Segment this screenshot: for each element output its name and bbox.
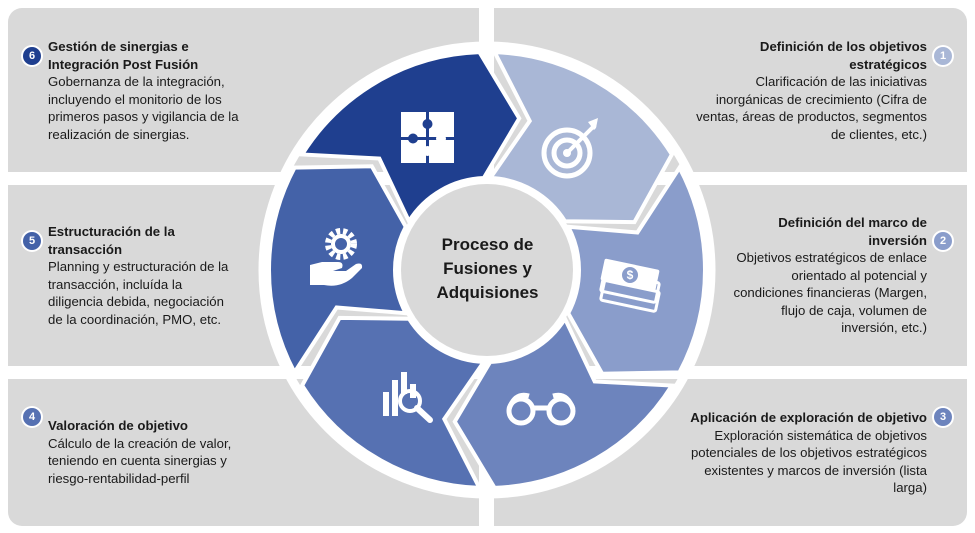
step-title: Definición de los objetivos [759, 39, 927, 54]
center-title-line: Fusiones y [443, 259, 532, 278]
center-title-line: Proceso de [441, 235, 534, 254]
step-description: flujo de caja, volumen de [781, 302, 927, 318]
step-number-badge: 1 [934, 47, 952, 65]
step-title: Valoración de objetivo [48, 418, 188, 433]
step-description: incluyendo el monitorio de los [48, 91, 222, 107]
wheel-outer-ring [258, 41, 716, 499]
step-5-text: Estructuración de la transacción Plannin… [48, 223, 298, 328]
target-icon [541, 118, 598, 179]
step-title: Integración Post Fusión [48, 56, 199, 72]
step-description: realización de sinergias. [48, 126, 190, 142]
step-description: orientado al potencial y [791, 267, 927, 283]
center-title-line: Adquisiones [436, 283, 539, 302]
step-number-badge: 2 [934, 232, 952, 250]
step-description: primeros pasos y vigilancia de la [48, 109, 239, 124]
step-description: teniendo en cuenta sinergias y [48, 453, 227, 468]
step-description: Cálculo de la creación de valor, [48, 435, 232, 451]
step-4-text: Valoración de objetivo Cálculo de la cre… [48, 417, 298, 487]
step-description: potenciales de los objetivos estratégico… [690, 445, 927, 460]
binoculars-icon [506, 392, 576, 426]
step-title: Gestión de sinergias e [48, 39, 189, 54]
step-1-text: Definición de los objetivos estratégicos… [640, 38, 927, 143]
step-title: Estructuración de la [48, 224, 175, 239]
gear-hand-icon [310, 228, 363, 286]
step-description: riesgo-rentabilidad-perfil [48, 470, 190, 486]
step-number-badge: 4 [23, 408, 41, 426]
step-3-text: Aplicación de exploración de objetivo Ex… [620, 409, 927, 497]
step-number-badge: 5 [23, 232, 41, 250]
step-description: larga) [893, 480, 927, 495]
money-stack-icon: $ [599, 258, 661, 313]
step-description: de la coordinación, PMO, etc. [48, 311, 221, 327]
step-number-badge: 3 [934, 408, 952, 426]
wheel-center-disc [401, 184, 573, 356]
step-description: existentes y marcos de inversión (lista [704, 462, 927, 478]
step-description: Exploración sistemática de objetivos [714, 427, 927, 443]
step-title: Definición del marco de [778, 215, 927, 230]
svg-text:$: $ [627, 268, 634, 282]
step-title: Aplicación de exploración de objetivo [690, 410, 927, 425]
step-description: ventas, áreas de productos, segmentos [696, 109, 927, 124]
step-6-text: Gestión de sinergias e Integración Post … [48, 38, 298, 143]
step-description: Clarificación de las iniciativas [755, 74, 927, 89]
step-description: Planning y estructuración de la [48, 259, 229, 274]
step-description: transacción, incluída la [48, 276, 183, 292]
step-description: Objetivos estratégicos de enlace [736, 250, 927, 265]
puzzle-icon [401, 112, 454, 163]
step-description: de clientes, etc.) [830, 126, 927, 142]
step-title: inversión [868, 232, 927, 248]
step-description: inversión, etc.) [841, 320, 927, 335]
chart-magnifier-icon [383, 372, 433, 423]
step-description: inorgánicas de crecimiento (Cifra de [715, 91, 927, 107]
step-2-text: Definición del marco de inversión Objeti… [660, 214, 927, 337]
step-description: diligencia debida, negociación [48, 294, 224, 309]
step-description: Gobernanza de la integración, [48, 74, 225, 89]
step-title: estratégicos [849, 56, 927, 72]
step-description: condiciones financieras (Margen, [733, 285, 927, 300]
step-number-badge: 6 [23, 47, 41, 65]
center-title: Proceso de Fusiones y Adquisiones [410, 233, 565, 305]
step-title: transacción [48, 241, 123, 257]
